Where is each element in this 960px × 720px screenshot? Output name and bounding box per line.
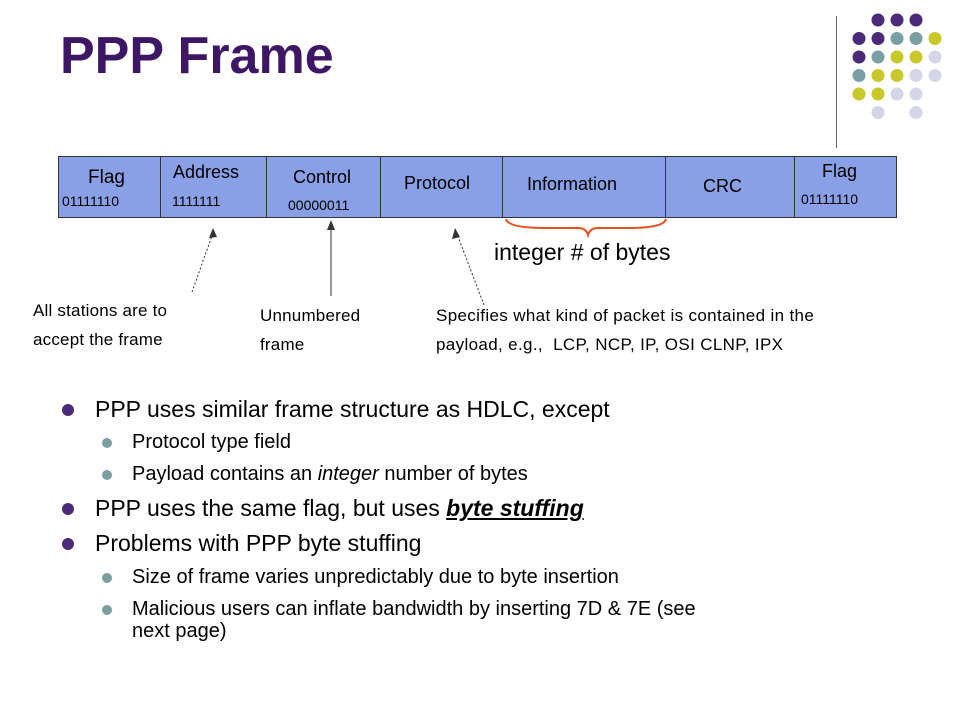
field-control-label: Control (293, 167, 352, 187)
decorative-dot (871, 13, 885, 27)
diagram-annotations (191, 218, 667, 306)
field-divider (794, 156, 795, 218)
decorative-dot (871, 32, 885, 45)
decorative-vertical-line (836, 16, 837, 148)
field-flag-end-label: Flag (822, 161, 858, 181)
field-flag-start-label: Flag (88, 167, 125, 188)
subbullet-line2: next page) (132, 620, 227, 642)
decorative-dot (871, 69, 885, 82)
decorative-dot (852, 32, 866, 45)
field-address-bits: 1111111 (172, 193, 221, 209)
decorative-dot-grid (852, 13, 942, 119)
subbullet-text: number of bytes (378, 463, 528, 485)
decorative-dot (890, 87, 904, 101)
bullet-stuffing-problems: Problems with PPP byte stuffing (62, 530, 421, 557)
field-flag-end-bits: 01111110 (801, 191, 859, 207)
field-control-bits: 00000011 (288, 197, 350, 213)
decorative-dot (871, 106, 885, 119)
field-flag-start-bits: 01111110 (62, 193, 120, 209)
field-divider (380, 156, 381, 218)
field-crc-label: CRC (703, 176, 742, 196)
decorative-dot (928, 32, 942, 45)
bullet-text-plain: PPP uses the same flag, but uses (95, 495, 447, 521)
control-arrowhead (327, 220, 335, 230)
subbullet-malicious-users: Malicious users can inflate bandwidth by… (102, 598, 696, 642)
emphasis-integer: integer (317, 463, 379, 485)
protocol-arrowhead (452, 228, 460, 239)
field-information-label: Information (527, 174, 618, 194)
bullet-text: Problems with PPP byte stuffing (95, 530, 422, 556)
protocol-note: Specifies what kind of packet is contain… (436, 301, 814, 359)
subbullet-line1: Malicious users can inflate bandwidth by… (132, 598, 696, 620)
decorative-dot (852, 87, 866, 101)
decorative-dot (928, 50, 942, 64)
decorative-dot (909, 32, 923, 45)
protocol-note-line2: payload, e.g., LCP, NCP, IP, OSI CLNP, I… (436, 335, 784, 354)
decorative-dot (909, 87, 923, 101)
decorative-dot (890, 13, 904, 27)
protocol-arrow (456, 233, 485, 306)
decorative-dot (871, 50, 885, 64)
subbullet-text: Payload contains an (132, 463, 318, 485)
subbullet-frame-size: Size of frame varies unpredictably due t… (102, 566, 619, 588)
decorative-dot (909, 106, 923, 119)
address-arrow (191, 232, 214, 293)
decorative-dot (890, 32, 904, 45)
information-size-note: integer # of bytes (494, 239, 671, 265)
decorative-dot (928, 69, 942, 82)
decorative-dot (871, 87, 885, 101)
decorative-dot (852, 50, 866, 64)
subbullet-integer-payload: Payload contains an integer number of by… (102, 463, 528, 486)
protocol-note-line1: Specifies what kind of packet is contain… (436, 306, 815, 325)
information-brace (505, 218, 667, 239)
decorative-dot (852, 69, 866, 82)
control-note-line1: Unnumbered (260, 306, 361, 325)
bullet-hdlc-similarity: PPP uses similar frame structure as HDLC… (62, 396, 610, 423)
decorative-dot (909, 50, 923, 64)
address-note-line2: accept the frame (33, 330, 163, 349)
field-protocol-label: Protocol (404, 173, 471, 193)
field-divider (266, 156, 267, 218)
subbullet-protocol-field: Protocol type field (102, 431, 291, 453)
decorative-dot (890, 50, 904, 64)
control-note-line2: frame (260, 335, 305, 354)
control-note: Unnumbered frame (260, 301, 360, 359)
address-note: All stations are to accept the frame (33, 296, 167, 354)
field-divider (502, 156, 503, 218)
decorative-dot (890, 69, 904, 82)
bullet-byte-stuffing: PPP uses the same flag, but uses byte st… (62, 495, 584, 522)
page-title: PPP Frame (60, 27, 334, 85)
frame-bar (58, 156, 897, 218)
address-arrowhead (209, 228, 217, 238)
decorative-dot (909, 13, 923, 27)
bullet-text: PPP uses the same flag, but uses byte st… (95, 495, 584, 521)
field-divider (160, 156, 161, 218)
address-note-line1: All stations are to (33, 301, 168, 320)
field-divider (665, 156, 666, 218)
emphasis-byte-stuffing: byte stuffing (446, 495, 584, 521)
bullet-text: PPP uses similar frame structure as HDLC… (95, 396, 610, 422)
decorative-dot (909, 69, 923, 82)
field-address-label: Address (173, 162, 240, 182)
